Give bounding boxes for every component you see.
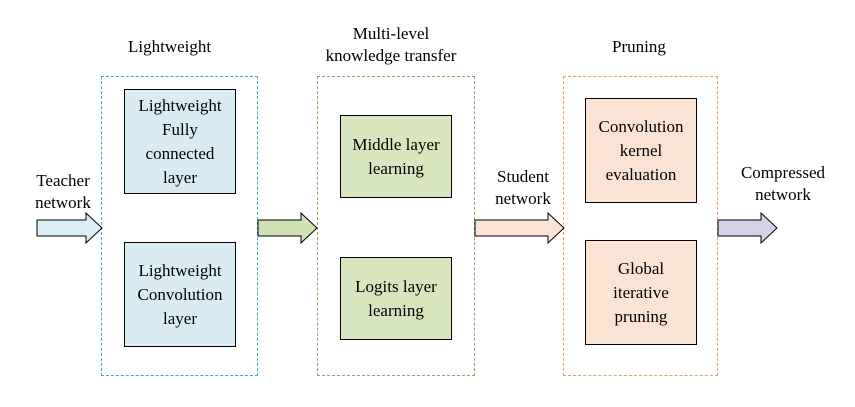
lightweight-fc-line3: connected [145,143,215,163]
kernel-evaluation-line3: evaluation [605,164,677,184]
lightweight-conv-line2: Convolution [137,284,223,304]
lightweight-fc-box: Lightweight Fully connected layer [124,89,236,194]
lightweight-conv-box: Lightweight Convolution layer [124,242,236,347]
lightweight-fc-line4: layer [163,167,197,187]
lightweight-conv-line3: layer [163,308,197,328]
student-line1: Student [497,167,549,186]
output-arrow-icon [717,212,778,244]
pruning-title: Pruning [612,37,666,56]
teacher-network-label: Teacher network [28,170,98,214]
kernel-evaluation-line2: kernel [619,140,663,160]
student-network-label: Student network [488,166,558,210]
global-pruning-line1: Global [617,258,665,278]
middle-layer-box: Middle layer learning [340,115,452,198]
global-pruning-line2: iterative [613,282,669,302]
logits-layer-box: Logits layer learning [340,257,452,340]
middle-layer-line1: Middle layer [352,134,440,154]
transfer-title-line2: knowledge transfer [325,46,457,65]
compressed-line2: network [755,185,811,204]
compressed-network-label: Compressed network [728,162,838,206]
student-arrow-icon [474,212,565,244]
logits-layer-line1: Logits layer [355,276,437,296]
teacher-line2: network [35,193,91,212]
logits-layer-line2: learning [368,300,424,320]
lightweight-title: Lightweight [128,37,212,56]
global-pruning-line3: pruning [614,306,668,326]
kernel-evaluation-box: Convolution kernel evaluation [585,98,697,203]
teacher-line1: Teacher [36,171,90,190]
teacher-arrow-icon [36,212,103,244]
lightweight-fc-line1: Lightweight [138,95,222,115]
compressed-line1: Compressed [740,163,826,182]
student-line2: network [495,189,551,208]
transfer-title-line1: Multi-level [352,24,430,43]
lightweight-conv-line1: Lightweight [138,260,222,280]
global-pruning-box: Global iterative pruning [585,240,697,345]
lightweight-fc-line2: Fully [162,119,198,139]
kernel-evaluation-line1: Convolution [598,116,684,136]
middle-layer-line2: learning [368,158,424,178]
transfer-title: Multi-level knowledge transfer [316,23,466,67]
lightweight-to-transfer-arrow-icon [257,212,318,244]
